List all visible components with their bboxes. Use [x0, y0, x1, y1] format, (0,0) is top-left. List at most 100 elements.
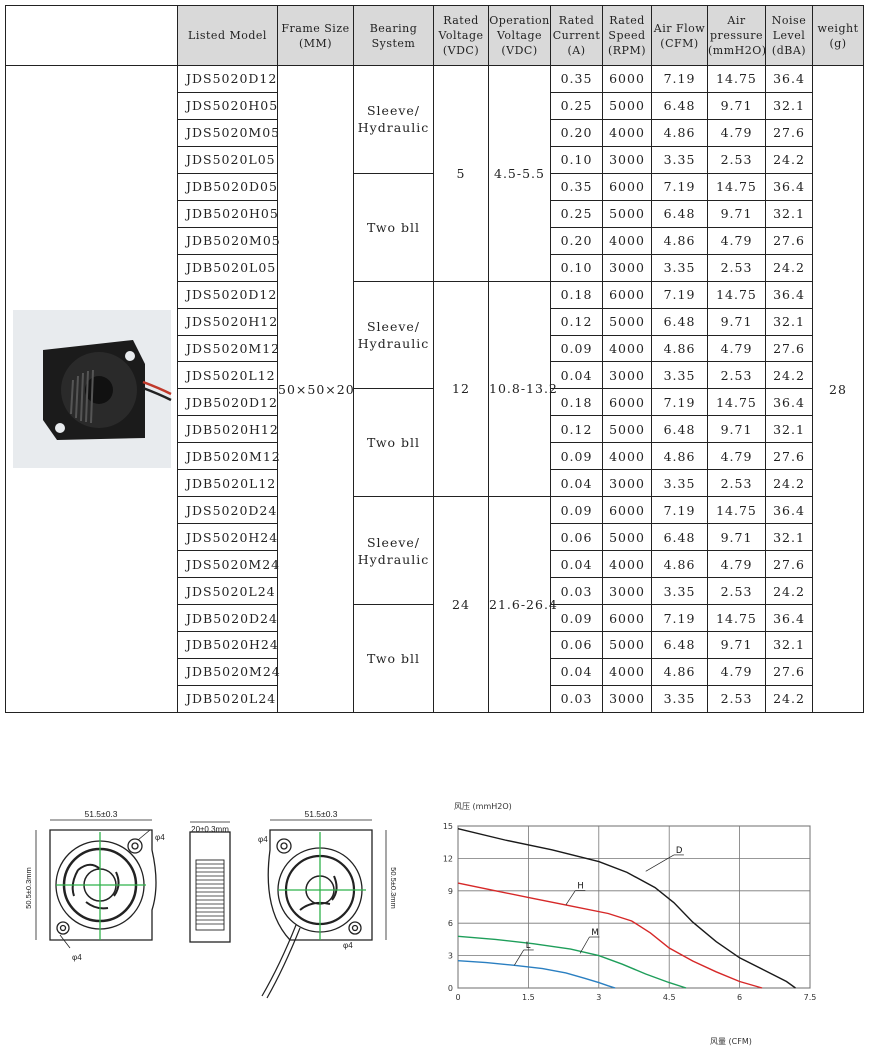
cell-rated-speed: 5000 — [602, 415, 652, 444]
cell-operation-voltage: 10.8-13.2 — [488, 280, 557, 498]
cell-rated-speed: 3000 — [602, 684, 652, 714]
cell-model: JDB5020M05 — [177, 226, 280, 255]
cell-model: JDB5020L12 — [177, 469, 278, 498]
cell-air-flow: 6.48 — [651, 307, 708, 336]
hole-dimension-label-4: φ4 — [343, 941, 353, 950]
dimension-drawings: 51.5±0.3 50.5±0.3mm φ4 φ4 20±0.3mm 51.5 — [24, 809, 398, 999]
header-rated-speed: Rated Speed (RPM) — [602, 5, 652, 66]
cell-air-flow: 4.86 — [651, 334, 708, 363]
cell-rated-current: 0.06 — [550, 631, 603, 659]
cell-air-pressure: 14.75 — [707, 388, 766, 417]
chart-series-label-d: D — [676, 846, 683, 856]
chart-y-tick-label: 3 — [448, 952, 453, 961]
cell-model: JDB5020L24 — [177, 684, 278, 714]
cell-noise-level: 36.4 — [765, 496, 813, 525]
cell-model: JDS5020M12 — [177, 334, 279, 363]
cell-rated-voltage: 12 — [433, 280, 489, 498]
cell-rated-current: 0.04 — [550, 550, 603, 579]
header-operation-voltage: Operation Voltage (VDC) — [488, 5, 551, 66]
chart-series-line-m — [457, 935, 687, 989]
cell-noise-level: 27.6 — [765, 118, 813, 147]
cell-model: JDB5020H05 — [177, 199, 278, 228]
cell-model: JDS5020L12 — [177, 361, 278, 390]
cell-rated-current: 0.35 — [550, 65, 603, 93]
cell-air-pressure: 9.71 — [707, 307, 766, 336]
cell-air-pressure: 14.75 — [707, 65, 766, 93]
cell-model: JDS5020D12 — [177, 280, 278, 309]
cell-noise-level: 24.2 — [765, 253, 813, 282]
chart-series-label-h: H — [577, 882, 583, 892]
cell-air-pressure: 9.71 — [707, 415, 766, 444]
chart-series-label-l: L — [526, 941, 531, 951]
cell-rated-current: 0.10 — [550, 145, 603, 174]
cell-model: JDS5020M24 — [177, 550, 279, 579]
product-photo-cell — [5, 65, 178, 713]
cell-air-flow: 3.35 — [651, 361, 708, 390]
width-dimension-label: 51.5±0.3 — [84, 809, 117, 819]
cell-air-flow: 3.35 — [651, 145, 708, 174]
cell-model: JDS5020M05 — [177, 118, 279, 147]
cell-rated-speed: 3000 — [602, 577, 652, 606]
cell-air-pressure: 9.71 — [707, 631, 766, 659]
cell-air-flow: 3.35 — [651, 577, 708, 606]
chart-series-line-d — [457, 828, 796, 989]
cell-air-pressure: 2.53 — [707, 684, 766, 714]
header-model: Listed Model — [177, 5, 278, 66]
cell-rated-current: 0.09 — [550, 442, 603, 471]
cell-air-flow: 7.19 — [651, 604, 708, 633]
cell-air-flow: 6.48 — [651, 91, 708, 120]
chart-x-tick-label: 3 — [596, 993, 601, 1002]
cell-air-pressure: 2.53 — [707, 253, 766, 282]
cell-air-pressure: 9.71 — [707, 523, 766, 552]
chart-series-leader-line — [579, 936, 590, 954]
cell-air-flow: 3.35 — [651, 684, 708, 714]
hole-dimension-label-2: φ4 — [72, 953, 82, 962]
chart-plot-frame — [457, 825, 811, 989]
chart-x-tick-label: 1.5 — [522, 993, 535, 1002]
cell-rated-current: 0.09 — [550, 604, 603, 633]
cell-rated-speed: 5000 — [602, 199, 652, 228]
chart-y-tick-label: 6 — [448, 919, 453, 928]
cell-rated-speed: 6000 — [602, 496, 652, 525]
cell-model: JDB5020H24 — [177, 631, 278, 659]
hole-dimension-label-3: φ4 — [258, 835, 268, 844]
cell-bearing-system: Sleeve/ Hydraulic — [353, 496, 434, 606]
cell-air-pressure: 14.75 — [707, 496, 766, 525]
cell-air-pressure: 4.79 — [707, 334, 766, 363]
cell-model: JDS5020D24 — [177, 496, 278, 525]
cell-model: JDB5020M12 — [177, 442, 280, 471]
spec-table: Listed Model Frame Size (MM) Bearing Sys… — [5, 5, 864, 714]
cell-noise-level: 32.1 — [765, 415, 813, 444]
cell-rated-current: 0.04 — [550, 469, 603, 498]
cell-rated-current: 0.35 — [550, 172, 603, 201]
cell-air-pressure: 14.75 — [707, 280, 766, 309]
cell-air-pressure: 2.53 — [707, 145, 766, 174]
cell-air-pressure: 4.79 — [707, 118, 766, 147]
chart-x-tick-label: 4.5 — [663, 993, 676, 1002]
cell-model: JDB5020D12 — [177, 388, 278, 417]
cell-air-pressure: 4.79 — [707, 550, 766, 579]
cell-rated-speed: 5000 — [602, 631, 652, 659]
header-weight: weight (g) — [812, 5, 864, 66]
chart-y-tick-label: 15 — [443, 822, 453, 831]
cell-rated-speed: 4000 — [602, 550, 652, 579]
height-dimension-label-2: 50.5±0.3mm — [389, 867, 398, 909]
cell-rated-current: 0.20 — [550, 226, 603, 255]
cell-noise-level: 24.2 — [765, 577, 813, 606]
header-noise-level: Noise Level (dBA) — [765, 5, 813, 66]
header-rated-voltage: Rated Voltage (VDC) — [433, 5, 489, 66]
chart-x-tick-label: 6 — [737, 993, 742, 1002]
cell-rated-speed: 4000 — [602, 442, 652, 471]
cell-rated-speed: 3000 — [602, 145, 652, 174]
cell-air-pressure: 4.79 — [707, 657, 766, 686]
cell-model: JDS5020H24 — [177, 523, 278, 552]
